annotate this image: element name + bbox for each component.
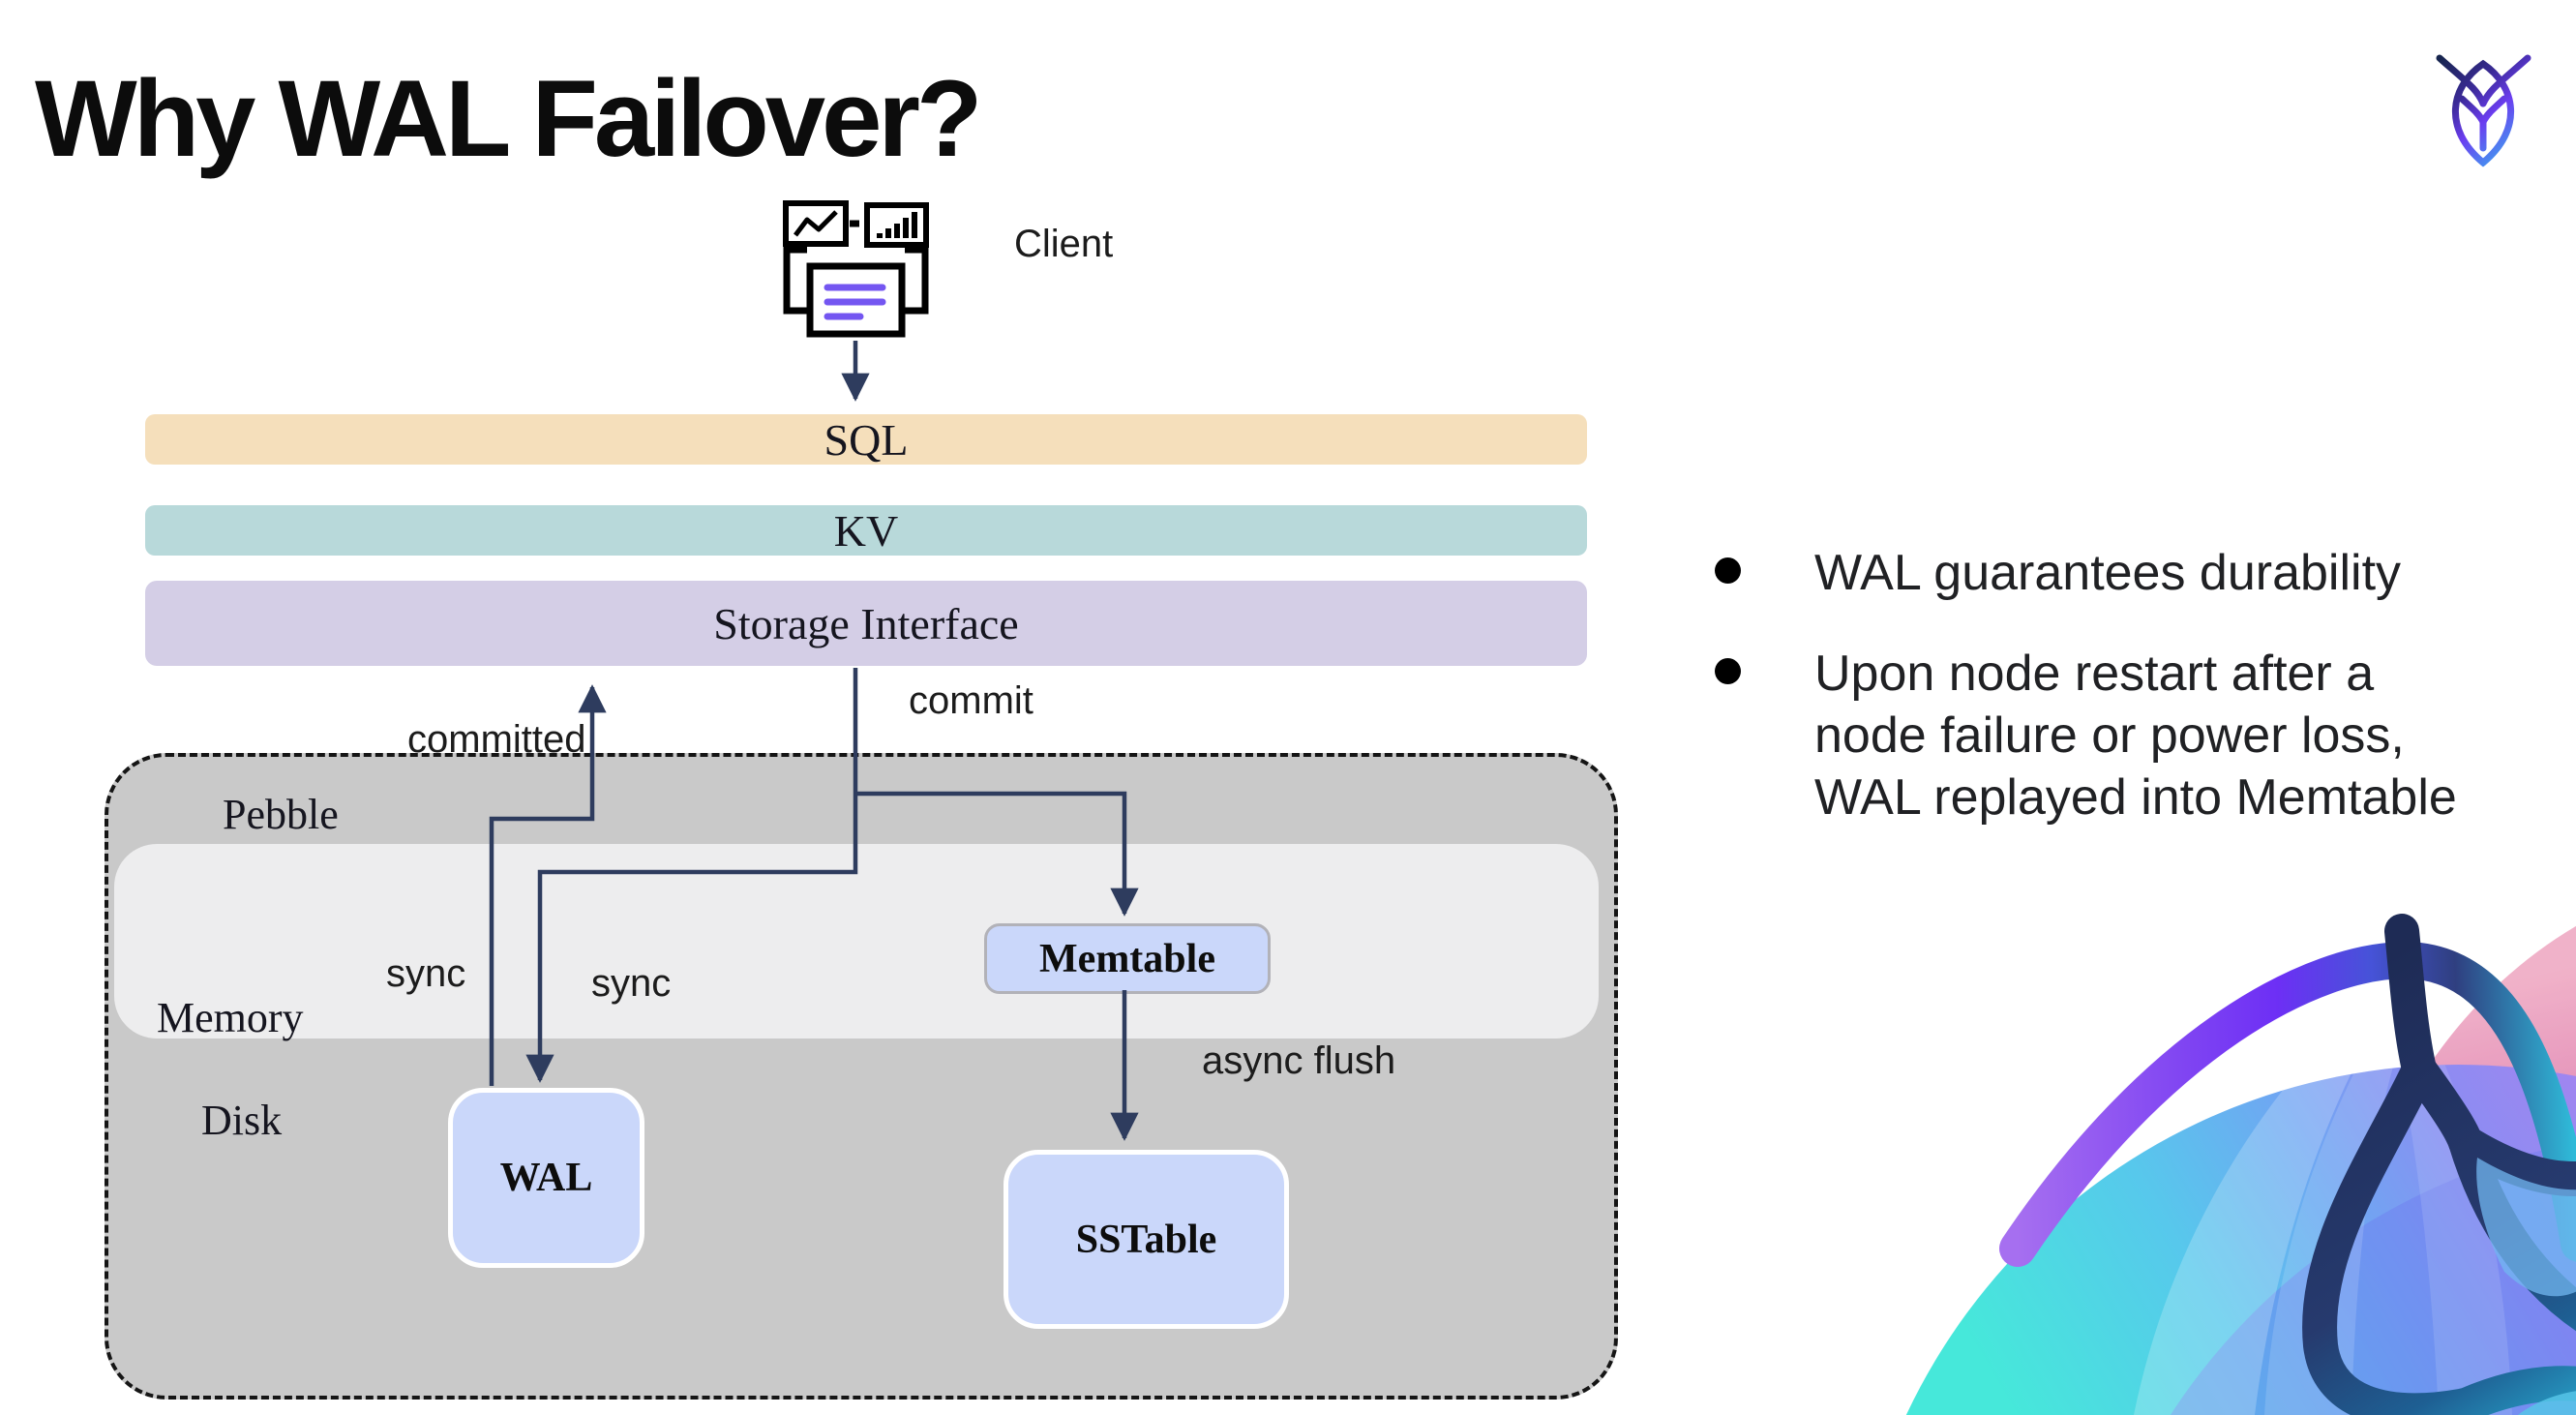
bullet-text: Upon node restart after a node failure o… xyxy=(1814,646,2457,826)
bullet-item: Upon node restart after a node failure o… xyxy=(1715,643,2566,828)
layer-bar-storage-interface: Storage Interface xyxy=(145,581,1587,666)
pebble-label: Pebble xyxy=(223,791,339,838)
memtable-node: Memtable xyxy=(984,923,1271,994)
wal-node-label: WAL xyxy=(499,1156,593,1200)
wal-node: WAL xyxy=(448,1088,644,1268)
memory-label: Memory xyxy=(157,994,304,1041)
disk-label: Disk xyxy=(201,1097,283,1144)
edge-label-sync-right: sync xyxy=(591,962,672,1005)
document-lines-glyph xyxy=(824,284,886,320)
layer-bar-storage-label: Storage Interface xyxy=(713,598,1019,648)
layer-bar-sql: SQL xyxy=(145,414,1587,465)
layer-bar-sql-label: SQL xyxy=(824,414,909,465)
memory-band xyxy=(114,844,1599,1039)
edge-label-async-flush: async flush xyxy=(1202,1039,1396,1082)
memtable-node-label: Memtable xyxy=(1039,936,1215,981)
client-icon xyxy=(783,200,929,338)
bullet-dot-icon xyxy=(1715,658,1741,684)
bullet-dot-icon xyxy=(1715,557,1741,584)
bullet-list: WAL guarantees durability Upon node rest… xyxy=(1715,542,2566,867)
layer-bar-kv: KV xyxy=(145,505,1587,556)
page-title: Why WAL Failover? xyxy=(35,58,982,179)
sstable-node: SSTable xyxy=(1003,1150,1289,1329)
edge-label-committed: committed xyxy=(407,718,586,761)
edge-label-commit: commit xyxy=(909,679,1033,722)
cockroachdb-logo-icon xyxy=(2436,54,2531,167)
edge-label-sync-left: sync xyxy=(386,952,466,995)
bar-chart-glyph xyxy=(877,212,917,238)
client-label: Client xyxy=(1014,223,1114,265)
sstable-node-label: SSTable xyxy=(1075,1217,1217,1262)
bullet-item: WAL guarantees durability xyxy=(1715,542,2566,604)
bullet-text: WAL guarantees durability xyxy=(1814,545,2402,601)
layer-bar-kv-label: KV xyxy=(833,505,899,556)
